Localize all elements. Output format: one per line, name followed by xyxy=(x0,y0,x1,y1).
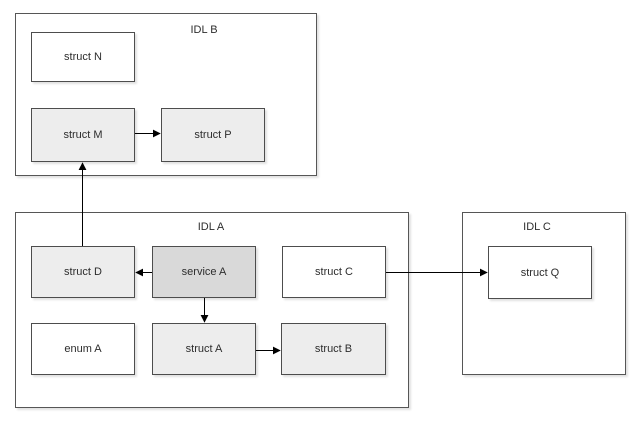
node-struct-q: struct Q xyxy=(488,246,592,299)
node-struct-m: struct M xyxy=(31,108,135,162)
container-idl-a-label: IDL A xyxy=(197,221,225,233)
node-struct-d: struct D xyxy=(31,246,135,298)
node-struct-a: struct A xyxy=(152,323,256,375)
node-struct-p: struct P xyxy=(161,108,265,162)
container-idl-a xyxy=(15,212,409,408)
node-struct-n: struct N xyxy=(31,32,135,82)
node-service-a: service A xyxy=(152,246,256,298)
node-enum-a: enum A xyxy=(31,323,135,375)
node-struct-c: struct C xyxy=(282,246,386,298)
node-struct-b: struct B xyxy=(281,323,386,375)
container-idl-c-label: IDL C xyxy=(523,221,551,233)
container-idl-b-label: IDL B xyxy=(190,24,218,36)
